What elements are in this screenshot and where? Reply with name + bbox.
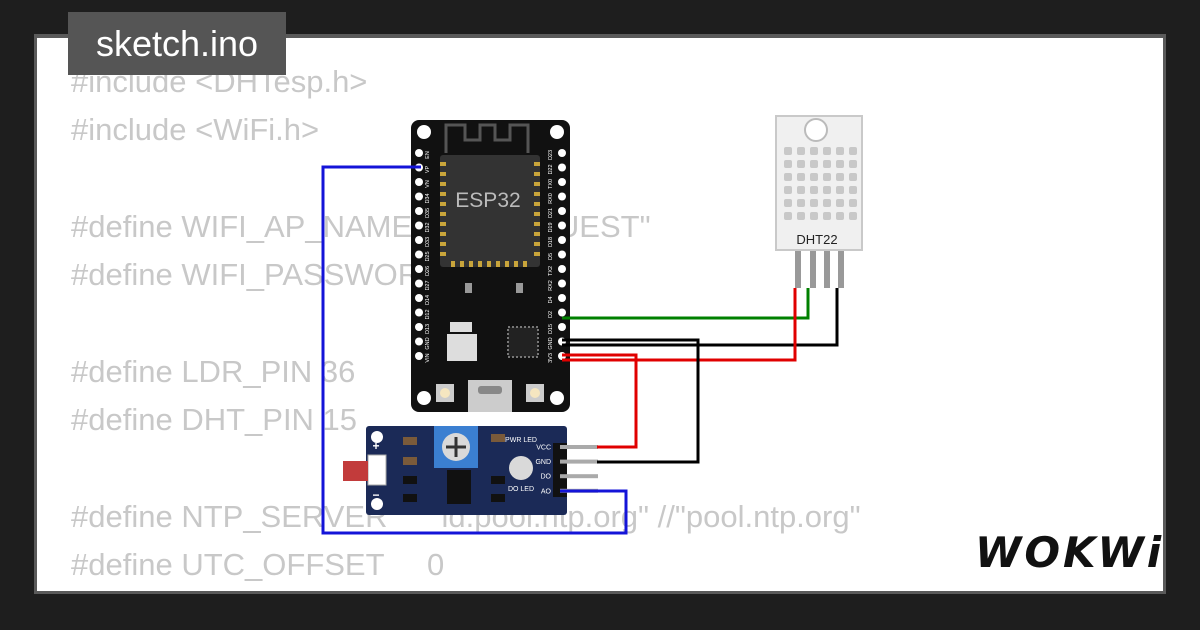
- esp32-pin-label: GND: [425, 337, 431, 349]
- esp32-pin-rx2[interactable]: [558, 279, 566, 288]
- esp32-pin-d14[interactable]: [415, 294, 423, 302]
- esp32-pin-d13[interactable]: [415, 323, 423, 331]
- esp32-pin-label: TX2: [548, 266, 554, 276]
- esp32-pin-d33[interactable]: [415, 236, 423, 244]
- esp32-pin-en[interactable]: [415, 149, 423, 157]
- esp32-pin-label: D32: [425, 222, 431, 232]
- esp32-pin-d18[interactable]: [558, 236, 566, 244]
- esp32-pin-vin[interactable]: [415, 352, 423, 360]
- wires: [321, 165, 839, 535]
- esp32-pin-label: D34: [425, 193, 431, 203]
- esp32-pin-label: D27: [425, 280, 431, 290]
- esp32-pin-rx0[interactable]: [558, 192, 566, 201]
- file-name-tab[interactable]: sketch.ino: [68, 12, 286, 75]
- ldr-pin-label: AO: [541, 488, 552, 495]
- ldr-module[interactable]: PWR LED DO LED + − VCC GND DO AO: [343, 426, 598, 515]
- ldr-pin-gnd[interactable]: [560, 459, 598, 464]
- esp32-pin-label: D12: [425, 309, 431, 319]
- esp32-pin-label: D23: [548, 150, 554, 160]
- wire-black-gnd-dht-gnd: [562, 288, 839, 347]
- esp32-pin-d21[interactable]: [558, 207, 566, 215]
- esp32-pin-label: VN: [425, 180, 431, 188]
- esp32-pin-label: D21: [548, 208, 554, 218]
- esp32-pin-d25[interactable]: [415, 250, 423, 259]
- esp32-pads: [440, 162, 540, 267]
- esp32-pin-d26[interactable]: [415, 265, 423, 273]
- esp32-pin-label: VP: [425, 166, 431, 174]
- wire-red-3v3-dht-vcc: [562, 288, 797, 362]
- esp32-pin-d19[interactable]: [558, 221, 566, 230]
- esp32-pin-label: GND: [548, 337, 554, 349]
- esp32-board[interactable]: ESP32 ENVPVND34D35D32D33D25D26D27D14D12D…: [411, 120, 570, 412]
- esp32-pin-label: D25: [425, 251, 431, 261]
- ldr-pin-label: VCC: [536, 445, 551, 452]
- wire-green-d15-dht-data: [562, 288, 810, 320]
- ldr-pin-label: GND: [535, 459, 551, 466]
- esp32-pin-d32[interactable]: [415, 221, 423, 230]
- esp32-pin-d22[interactable]: [558, 163, 566, 172]
- esp32-pin-label: D5: [548, 253, 554, 260]
- esp32-pin-label: 3V3: [548, 353, 554, 363]
- esp32-pin-d4[interactable]: [558, 294, 566, 302]
- esp32-pin-label: TX0: [548, 179, 554, 189]
- en-button[interactable]: [526, 384, 544, 402]
- esp32-pin-label: RX0: [548, 193, 554, 204]
- dht22-sensor[interactable]: DHT22: [775, 115, 863, 288]
- dht22-label: DHT22: [796, 232, 837, 247]
- esp32-pin-d35[interactable]: [415, 207, 423, 215]
- esp32-pin-label: D22: [548, 164, 554, 174]
- esp32-pin-d5[interactable]: [558, 250, 566, 259]
- wire-black-gnd-ldr-gnd: [562, 338, 700, 464]
- esp32-pin-tx0[interactable]: [558, 178, 566, 186]
- esp32-pin-d2[interactable]: [558, 308, 566, 317]
- esp32-pin-label: D19: [548, 222, 554, 232]
- esp32-pin-label: D13: [425, 324, 431, 334]
- esp32-label: ESP32: [455, 189, 520, 212]
- esp32-pin-label: D15: [548, 324, 554, 334]
- esp32-pin-gnd[interactable]: [415, 337, 423, 346]
- esp32-pin-label: D26: [425, 266, 431, 276]
- wire-red-3v3-ldr-vcc: [562, 353, 638, 449]
- esp32-pin-label: D14: [425, 295, 431, 305]
- dht22-vent-grid: [784, 147, 857, 220]
- boot-button[interactable]: [436, 384, 454, 402]
- ldr-minus-label: −: [372, 488, 379, 502]
- esp32-pin-label: D2: [548, 311, 554, 318]
- esp32-pin-d12[interactable]: [415, 308, 423, 317]
- esp32-pin-label: RX2: [548, 280, 554, 291]
- wokwi-logo: WOKWi: [975, 528, 1165, 577]
- esp32-pin-d34[interactable]: [415, 192, 423, 201]
- ldr-pin-do[interactable]: [560, 474, 598, 479]
- esp32-pin-d23[interactable]: [558, 149, 566, 157]
- esp32-pin-label: D18: [548, 237, 554, 247]
- esp32-pin-label: D4: [548, 296, 554, 303]
- pwr-led-label: PWR LED: [505, 437, 537, 444]
- esp32-pin-label: D35: [425, 208, 431, 218]
- ldr-pin-label: DO: [541, 474, 552, 481]
- esp32-pin-d15[interactable]: [558, 323, 566, 331]
- esp32-pin-label: EN: [425, 151, 431, 159]
- esp32-pin-vn[interactable]: [415, 178, 423, 186]
- esp32-pin-label: VIN: [425, 353, 431, 362]
- wire-blue-vp-ao: [321, 165, 628, 535]
- esp32-pin-tx2[interactable]: [558, 265, 566, 273]
- esp32-pin-label: D33: [425, 237, 431, 247]
- ldr-plus-label: +: [372, 439, 379, 453]
- esp32-pin-d27[interactable]: [415, 279, 423, 288]
- ldr-pin-vcc[interactable]: [560, 445, 598, 449]
- do-led-label: DO LED: [508, 486, 534, 493]
